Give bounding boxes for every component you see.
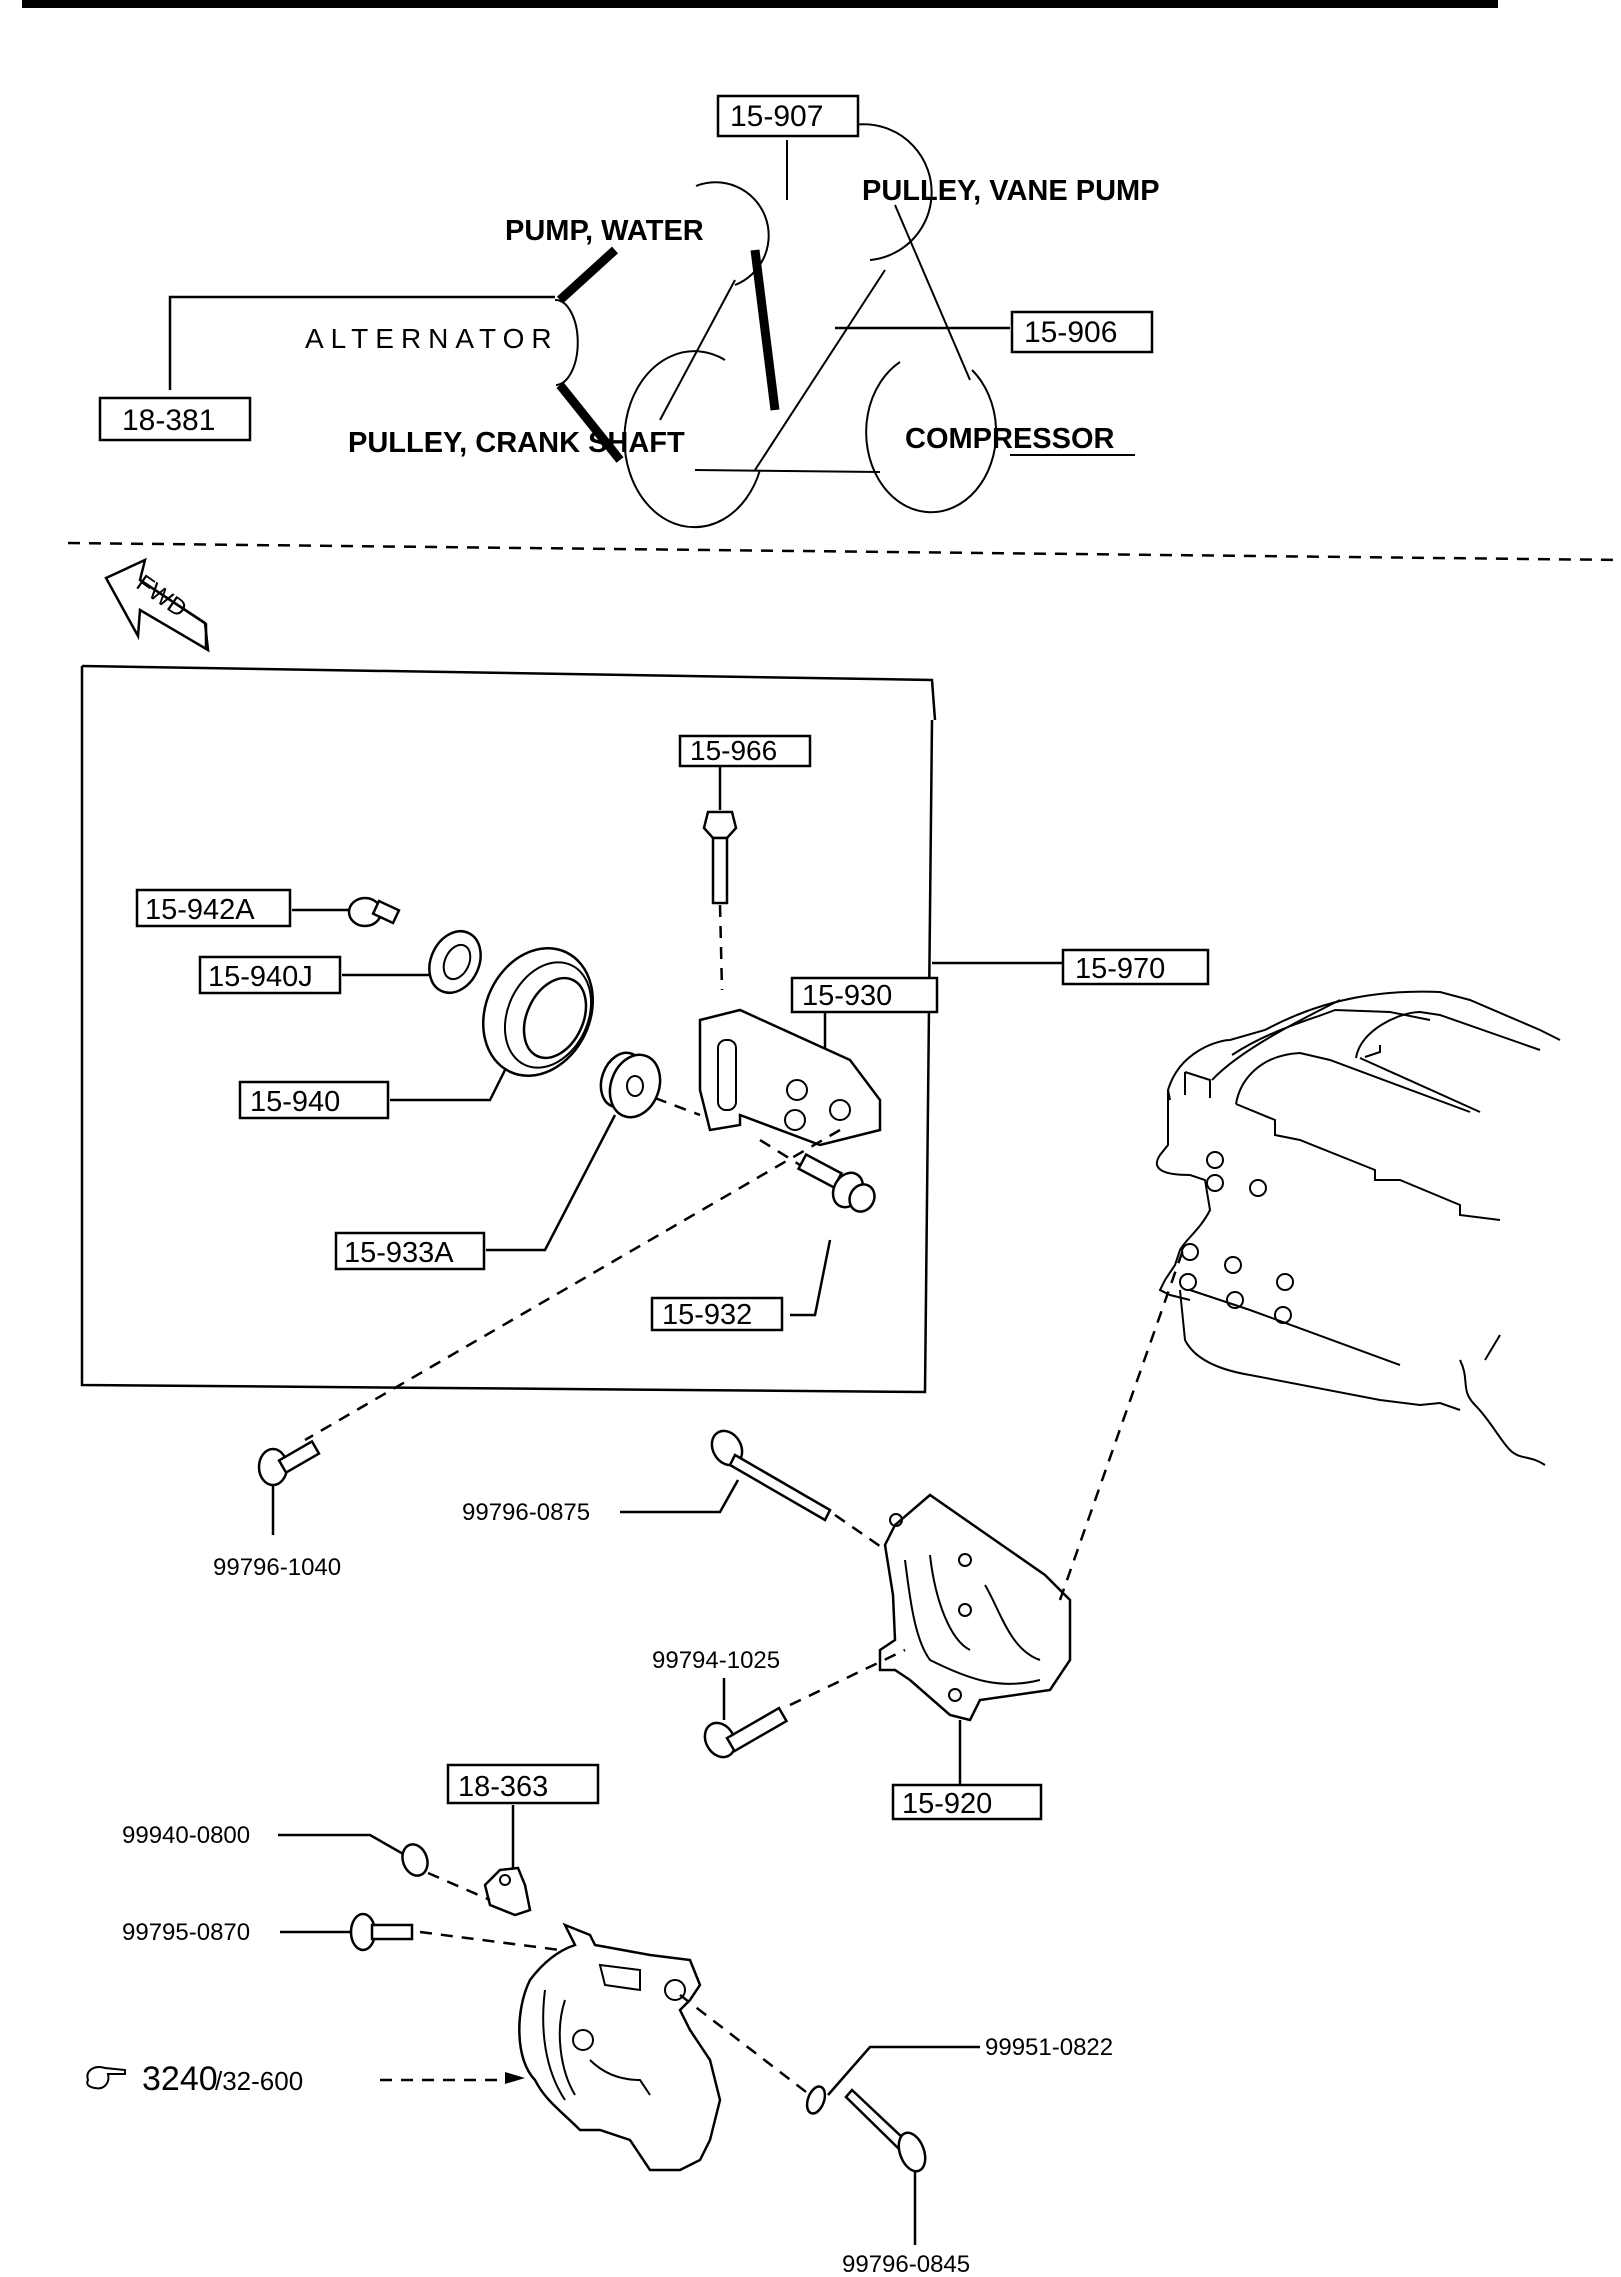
bearing-15-940J (428, 930, 482, 994)
callout-box-18-381 (98, 396, 252, 442)
callout-99951-0822[interactable]: 99951-0822 (985, 2034, 1113, 2061)
callout-18-363[interactable]: 18-363 (458, 1771, 548, 1803)
nut-99940-0800 (401, 1843, 429, 1877)
alternator-pulley (554, 298, 579, 386)
callout-15-906[interactable]: 15-906 (1024, 316, 1117, 349)
callout-15-966[interactable]: 15-966 (690, 735, 777, 766)
reference-3240[interactable]: 3240 (142, 2060, 218, 2098)
callout-15-942A[interactable]: 15-942A (145, 894, 255, 926)
callout-15-920[interactable]: 15-920 (902, 1788, 992, 1820)
section-divider (67, 541, 1621, 562)
bolt-99795-0870 (349, 1912, 414, 1952)
callout-box-15-907 (716, 94, 860, 138)
callout-99796-0845[interactable]: 99796-0845 (842, 2251, 970, 2277)
bolt-99796-0845 (844, 2088, 927, 2173)
power-steering-pump (518, 1922, 722, 2172)
spacer-15-933A (599, 1051, 662, 1119)
bolt-15-966 (702, 810, 738, 991)
label-alternator: ALTERNATOR (305, 323, 559, 354)
idler-assembly: 15-970 15-966 15-942A 15-940J 15-940 (80, 664, 1210, 1442)
belt-routing-diagram: 15-907 15-906 18-381 PUMP, WATER PULLEY,… (98, 94, 1160, 529)
engine-block-outline (1155, 990, 1561, 1466)
bolt-99796-1040 (257, 1439, 321, 1487)
callout-99940-0800[interactable]: 99940-0800 (122, 1822, 250, 1849)
vane-belt-right (754, 269, 886, 471)
bolt-15-932 (759, 1138, 876, 1213)
callout-99796-0875[interactable]: 99796-0875 (462, 1499, 590, 1526)
callout-15-930[interactable]: 15-930 (802, 980, 892, 1012)
callout-15-970[interactable]: 15-970 (1075, 953, 1165, 985)
compressor-belt-right (894, 204, 971, 381)
reference-arrow (505, 2072, 525, 2084)
callout-15-940[interactable]: 15-940 (250, 1086, 340, 1118)
callout-box-15-906 (1010, 310, 1154, 354)
crank-pulley (623, 350, 761, 529)
callout-15-940J[interactable]: 15-940J (208, 961, 313, 993)
callout-15-907[interactable]: 15-907 (730, 100, 823, 133)
bolt-99796-0875 (710, 1429, 832, 1522)
vane-pump-pulley (826, 123, 933, 261)
reference-32-600[interactable]: /32-600 (215, 2066, 303, 2096)
top-border (22, 0, 1498, 8)
bolt-15-942A (347, 896, 401, 928)
alt-belt-lower (556, 382, 624, 463)
alt-belt-upper (556, 246, 619, 304)
leader-18-381 (168, 295, 555, 390)
vane-belt-left (659, 279, 736, 421)
callout-99796-1040[interactable]: 99796-1040 (213, 1554, 341, 1581)
callout-box-15-970 (1061, 948, 1210, 986)
idler-pulley-15-940 (481, 947, 595, 1077)
callout-15-932[interactable]: 15-932 (662, 1299, 752, 1331)
bracket-15-930 (698, 1008, 882, 1147)
label-compressor: COMPRESSOR (905, 423, 1115, 455)
bracket-15-920 (878, 1493, 1072, 1722)
callout-99794-1025[interactable]: 99794-1025 (652, 1647, 780, 1674)
label-water-pump: PUMP, WATER (505, 215, 704, 247)
callout-99795-0870[interactable]: 99795-0870 (122, 1919, 250, 1946)
vane-belt-inner (750, 249, 780, 411)
label-vane-pump: PULLEY, VANE PUMP (862, 175, 1160, 207)
assembly-frame (80, 666, 934, 1394)
washer-99951-0822 (805, 2085, 827, 2115)
clip-18-363 (483, 1866, 532, 1917)
lower-bracket-group: 99796-1040 99796-0875 15-920 99794-1025 (86, 1249, 1185, 2277)
fwd-arrow-icon: FWD (104, 557, 210, 653)
callout-15-933A[interactable]: 15-933A (344, 1237, 454, 1269)
callout-18-381[interactable]: 18-381 (122, 404, 215, 437)
compressor-pulley (865, 361, 998, 514)
bolt-99794-1025 (703, 1706, 789, 1759)
pointing-hand-icon (86, 2066, 126, 2090)
compressor-belt-bottom (694, 469, 881, 473)
label-crank-pulley: PULLEY, CRANK SHAFT (348, 427, 685, 459)
